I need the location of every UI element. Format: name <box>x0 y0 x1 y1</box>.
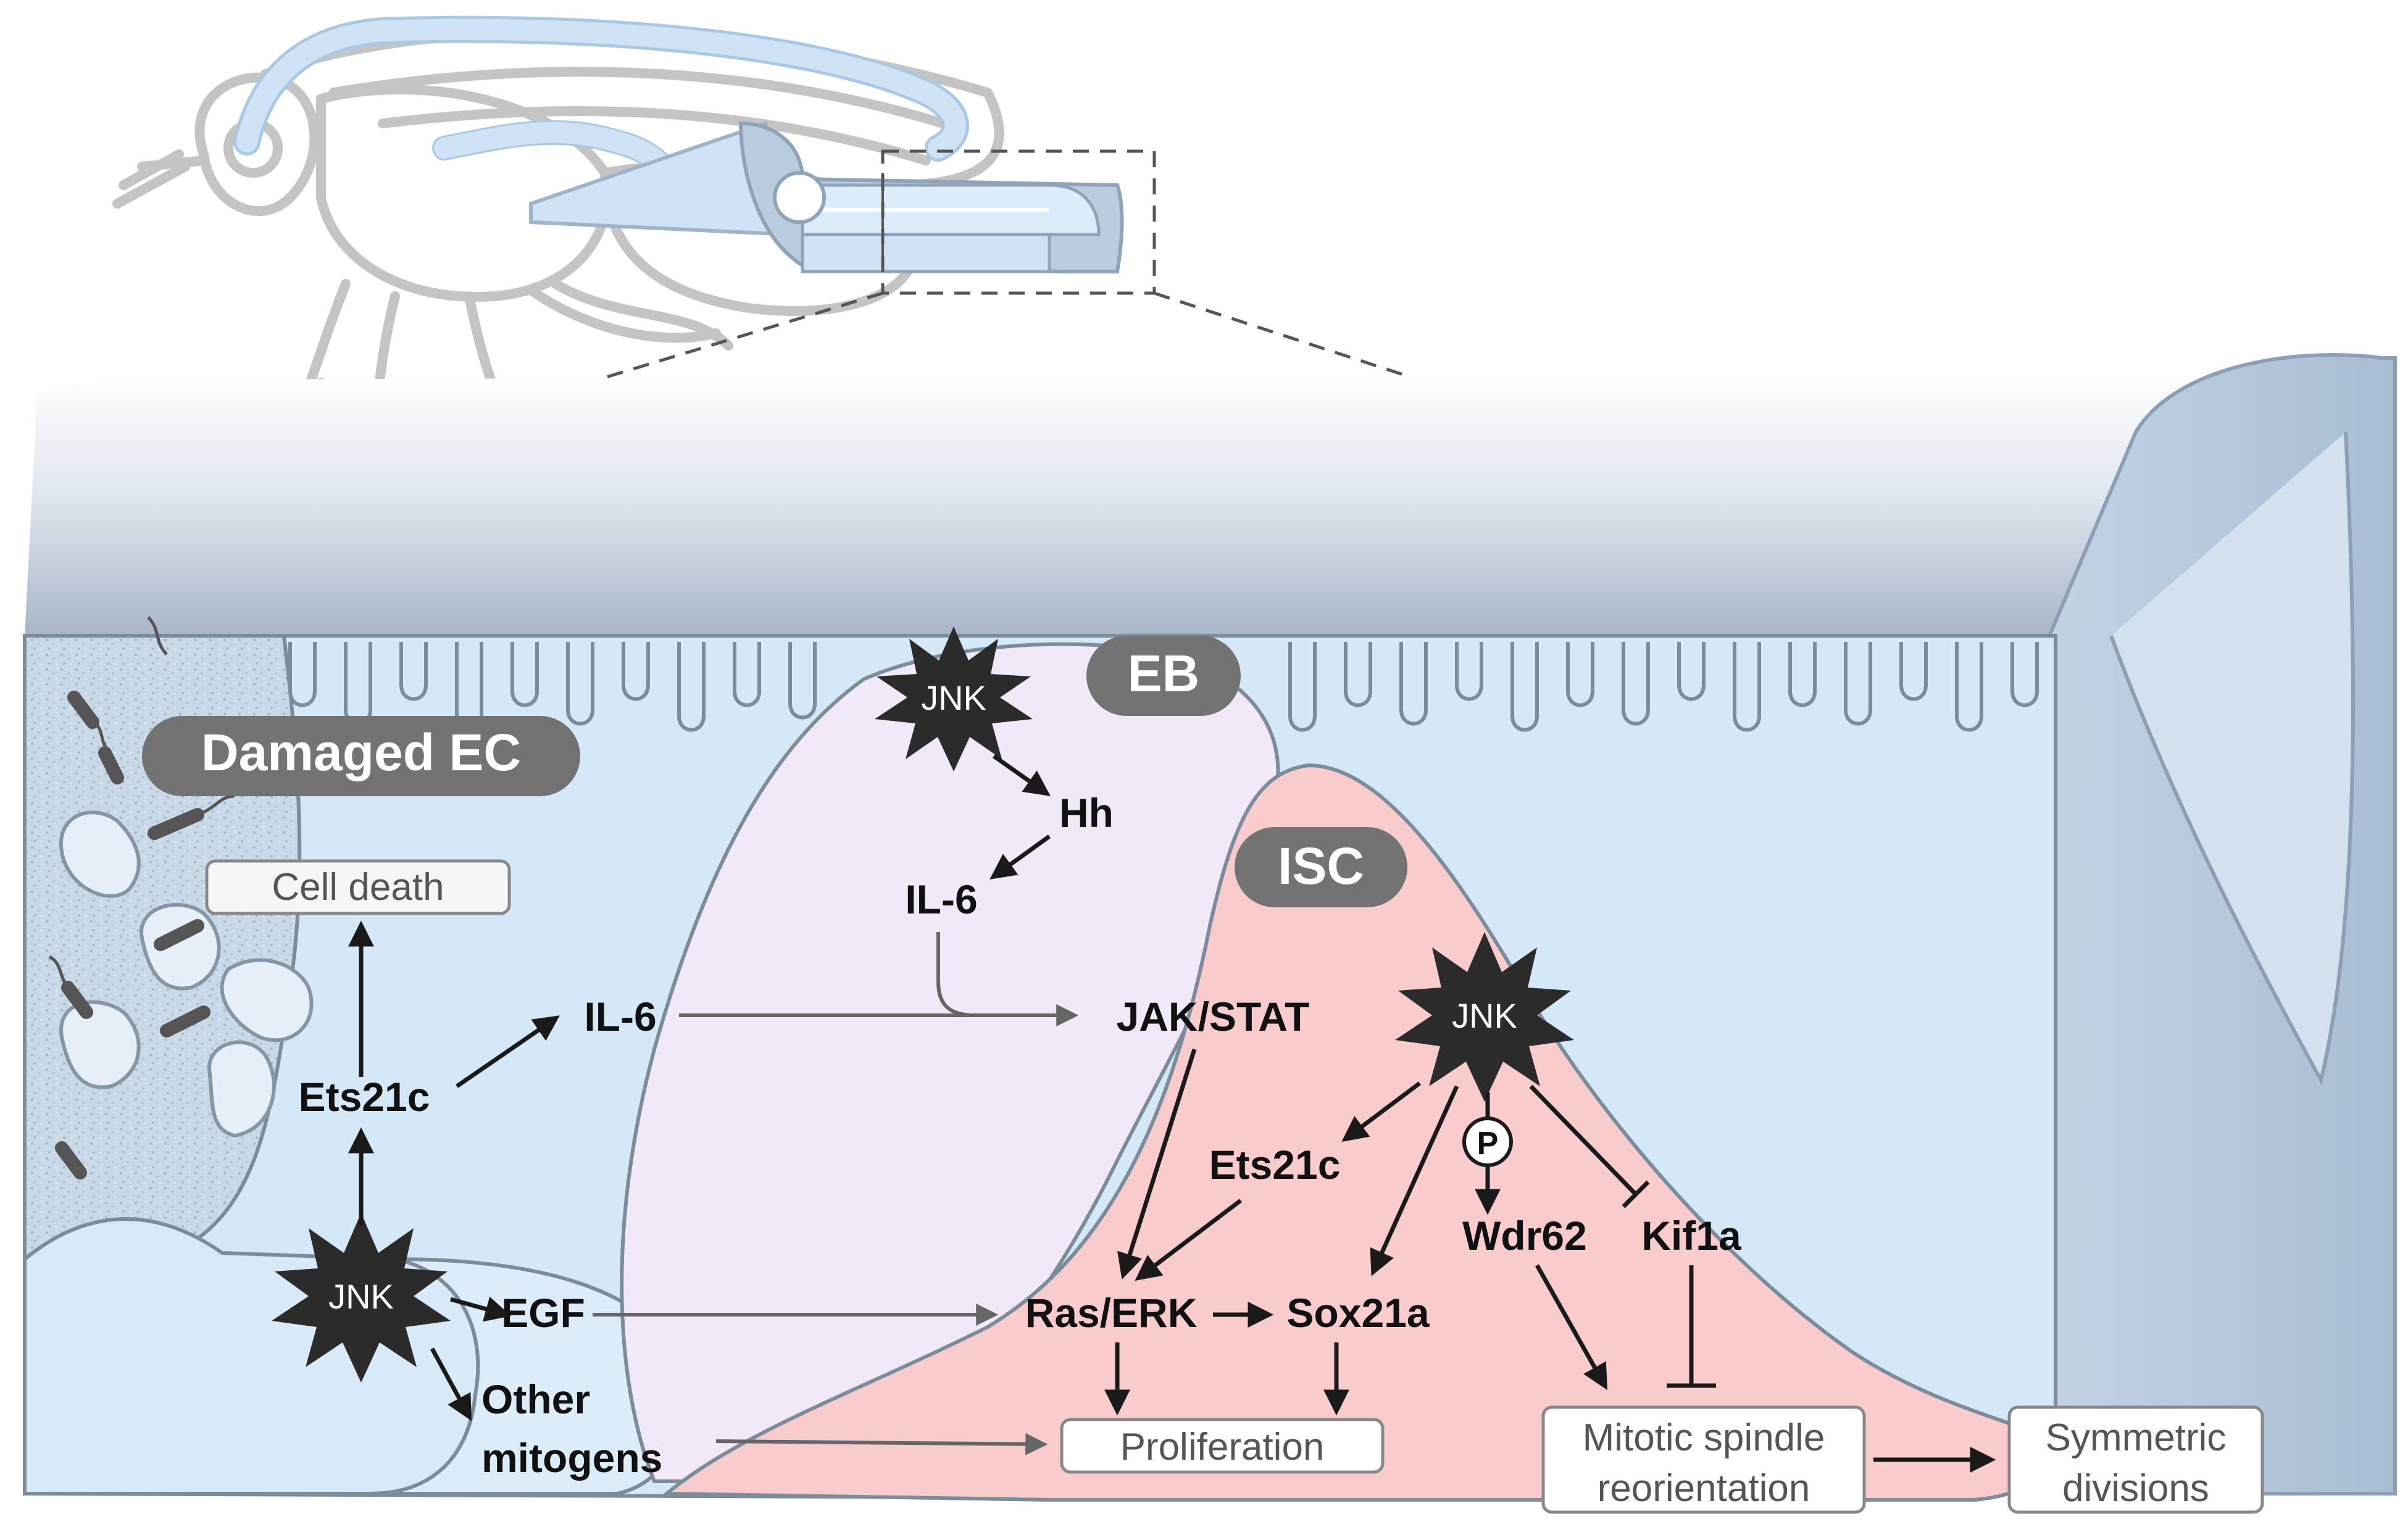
hh-label: Hh <box>1059 790 1114 836</box>
arrow-mitogens-proliferation <box>715 1433 1048 1455</box>
arrow-ets21c-il6 <box>456 1015 560 1088</box>
gut-lumen <box>25 370 2395 636</box>
mitotic-spindle-box: Mitotic spindle reorientation <box>1541 1405 1866 1514</box>
damaged-ec-label: Damaged EC <box>201 723 521 781</box>
damaged-ec-organelles <box>59 810 314 1138</box>
symmetric-label-1: Symmetric <box>2046 1416 2227 1459</box>
arrows <box>348 754 1996 1473</box>
long-arrows <box>593 932 1079 1455</box>
jnk-burst-ec: JNK <box>272 1213 451 1383</box>
fly-leg <box>526 285 721 343</box>
arrow-jakstat-raserk <box>1117 1048 1197 1280</box>
phospho-label: P <box>1477 1126 1499 1162</box>
arrow-hh-il6 <box>989 834 1051 880</box>
arrow-jnk-hh <box>992 754 1051 796</box>
tag-eb: EB <box>1086 636 1241 716</box>
arrow-ets21c-raserk <box>1135 1199 1243 1281</box>
ets21c-isc-label: Ets21c <box>1209 1142 1341 1188</box>
proliferation-box: Proliferation <box>1060 1418 1385 1474</box>
arrow-jnk-sox21a <box>1370 1085 1459 1276</box>
fly-wing-vein <box>378 106 931 165</box>
ets21c-ec-label: Ets21c <box>299 1074 430 1120</box>
bacteria-flagella <box>48 616 235 989</box>
fly-thorax <box>316 85 612 302</box>
bacteria <box>55 691 210 1179</box>
arrow-jnk-other <box>430 1347 472 1421</box>
arrow-wdr62-mitotic <box>1535 1264 1608 1391</box>
arrow-il6eb-jakstat <box>936 932 976 1017</box>
ec-basal-cell <box>370 1257 687 1495</box>
gut-tube-zoom <box>529 121 1124 273</box>
intestinal-wall-fold <box>2109 431 2355 1086</box>
jnk-ec-label: JNK <box>328 1277 394 1316</box>
tag-damaged-ec: Damaged EC <box>142 716 580 796</box>
il6-ec-label: IL-6 <box>584 994 656 1039</box>
inhibit-jnk-kif1a <box>1529 1084 1638 1196</box>
jnk-isc-label: JNK <box>1452 996 1517 1035</box>
jnk-burst-isc: JNK <box>1395 932 1574 1102</box>
jnk-eb-label: JNK <box>921 678 986 717</box>
il6-eb-label: IL-6 <box>905 876 977 922</box>
kif1a-label: Kif1a <box>1641 1213 1742 1258</box>
cell-death-box: Cell death <box>205 859 511 915</box>
mitotic-spindle-label-2: reorientation <box>1598 1467 1810 1510</box>
symmetric-divisions-box: Symmetric divisions <box>2007 1405 2264 1514</box>
jak-stat-label: JAK/STAT <box>1117 994 1310 1039</box>
ras-erk-label: Ras/ERK <box>1025 1290 1198 1336</box>
other-mitogens-label-1: Other <box>481 1376 590 1422</box>
proliferation-label: Proliferation <box>1120 1426 1325 1468</box>
fly-wing-vein <box>328 67 968 135</box>
wdr62-label: Wdr62 <box>1462 1213 1587 1258</box>
phosphorylation-marker: P <box>1462 1117 1513 1167</box>
other-mitogens-label-2: mitogens <box>481 1435 662 1481</box>
cell-death-label: Cell death <box>272 866 444 909</box>
inhibit-bar-kif1a <box>1622 1180 1650 1208</box>
jnk-burst-eb: JNK <box>875 626 1033 772</box>
isc-label: ISC <box>1278 837 1364 895</box>
eb-label: EB <box>1128 644 1200 702</box>
arrow-jnk-ets21c-isc <box>1341 1081 1422 1142</box>
mitotic-spindle-label-1: Mitotic spindle <box>1583 1416 1825 1459</box>
fly-antenna <box>112 149 209 209</box>
egf-label: EGF <box>501 1290 585 1336</box>
sox21a-label: Sox21a <box>1286 1290 1430 1336</box>
fly-head <box>194 72 320 217</box>
tag-isc: ISC <box>1235 827 1407 907</box>
arrow-jnk-egf <box>450 1296 512 1322</box>
fly-leg <box>551 279 733 351</box>
symmetric-label-2: divisions <box>2062 1467 2209 1510</box>
